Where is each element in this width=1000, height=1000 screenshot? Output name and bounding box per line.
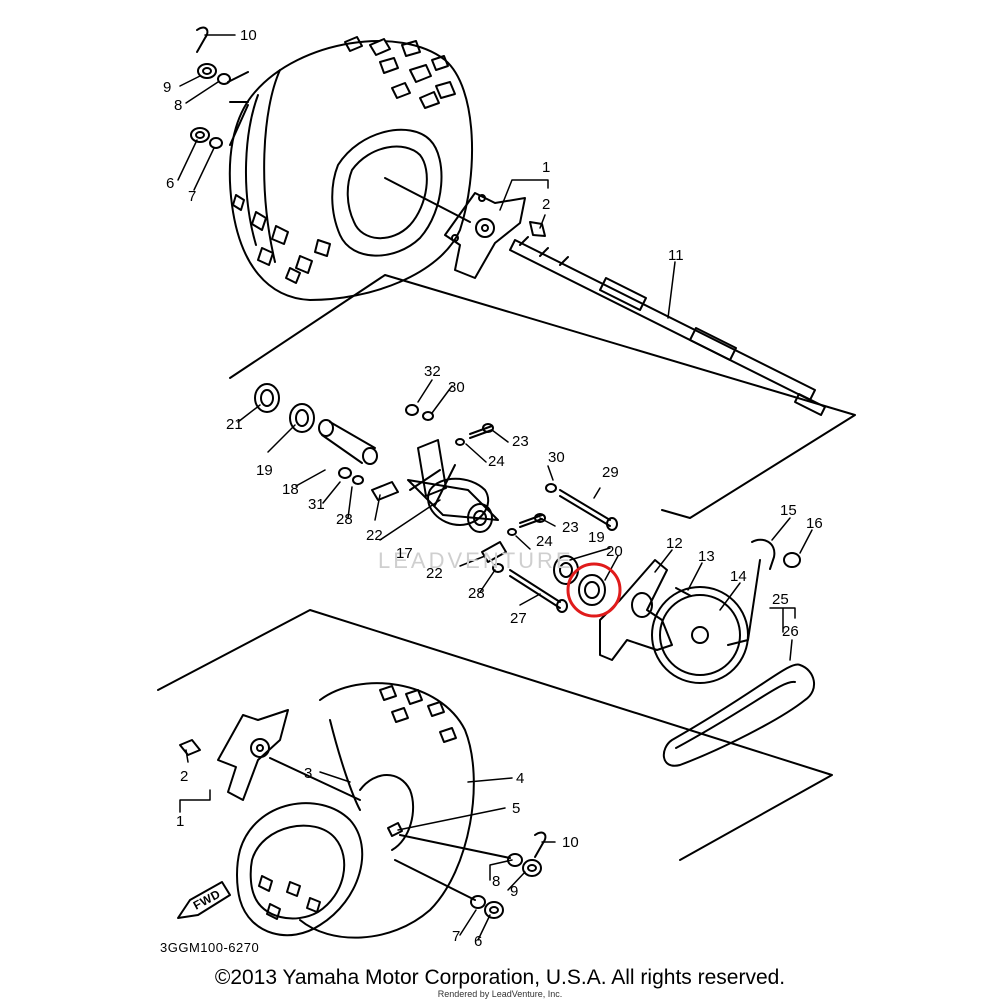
callout-28: 28 xyxy=(336,511,353,528)
callout-8: 8 xyxy=(174,97,182,114)
callout-14: 14 xyxy=(730,568,747,585)
callout-25: 25 xyxy=(772,591,789,608)
part-code: 3GGM100-6270 xyxy=(160,940,259,955)
callout-7: 7 xyxy=(188,188,196,205)
callout-24: 24 xyxy=(488,453,505,470)
callout-22: 22 xyxy=(426,565,443,582)
callout-8: 8 xyxy=(492,873,500,890)
callout-19: 19 xyxy=(256,462,273,479)
watermark: LEADVENTURE xyxy=(378,548,574,573)
callout-19: 19 xyxy=(588,529,605,546)
callout-23: 23 xyxy=(512,433,529,450)
callout-1: 1 xyxy=(176,813,184,830)
callout-16: 16 xyxy=(806,515,823,532)
render-credit: Rendered by LeadVenture, Inc. xyxy=(437,989,563,999)
highlight-ring xyxy=(566,562,622,618)
swingarm-parts xyxy=(254,383,815,767)
callout-18: 18 xyxy=(282,481,299,498)
rear-tire-top xyxy=(228,36,474,301)
callout-32: 32 xyxy=(424,363,441,380)
callout-13: 13 xyxy=(698,548,715,565)
callouts: 10 9 8 6 7 1 2 11 32 30 21 19 23 24 18 3… xyxy=(163,27,823,950)
fwd-arrow xyxy=(177,881,231,919)
callout-1: 1 xyxy=(542,159,550,176)
front-wheel-panel xyxy=(157,609,833,861)
callout-9: 9 xyxy=(510,883,518,900)
callout-2: 2 xyxy=(542,196,550,213)
callout-9: 9 xyxy=(163,79,171,96)
callout-29: 29 xyxy=(602,464,619,481)
callout-27: 27 xyxy=(510,610,527,627)
callout-20: 20 xyxy=(606,543,623,560)
hub-bottom xyxy=(179,709,361,801)
callout-10: 10 xyxy=(240,27,257,44)
callout-15: 15 xyxy=(780,502,797,519)
rear-tire-bottom xyxy=(236,682,475,939)
callout-2: 2 xyxy=(180,768,188,785)
copyright-notice: ©2013 Yamaha Motor Corporation, U.S.A. A… xyxy=(214,966,786,989)
callout-30: 30 xyxy=(548,449,565,466)
fasteners-top xyxy=(190,26,249,149)
callout-5: 5 xyxy=(512,800,520,817)
callout-11: 11 xyxy=(668,247,684,264)
callout-3: 3 xyxy=(304,765,312,782)
callout-21: 21 xyxy=(226,416,243,433)
swingarm-panel xyxy=(229,274,856,519)
callout-7: 7 xyxy=(452,928,460,945)
callout-4: 4 xyxy=(516,770,524,787)
callout-24: 24 xyxy=(536,533,553,550)
callout-30: 30 xyxy=(448,379,465,396)
callout-23: 23 xyxy=(562,519,579,536)
callout-10: 10 xyxy=(562,834,579,851)
callout-22: 22 xyxy=(366,527,383,544)
callout-31: 31 xyxy=(308,496,325,513)
callout-28: 28 xyxy=(468,585,485,602)
callout-12: 12 xyxy=(666,535,683,552)
callout-6: 6 xyxy=(474,933,482,950)
callout-26: 26 xyxy=(782,623,799,640)
callout-6: 6 xyxy=(166,175,174,192)
hub-top xyxy=(384,177,546,279)
fasteners-bottom xyxy=(387,822,547,919)
callout-17: 17 xyxy=(396,545,413,562)
